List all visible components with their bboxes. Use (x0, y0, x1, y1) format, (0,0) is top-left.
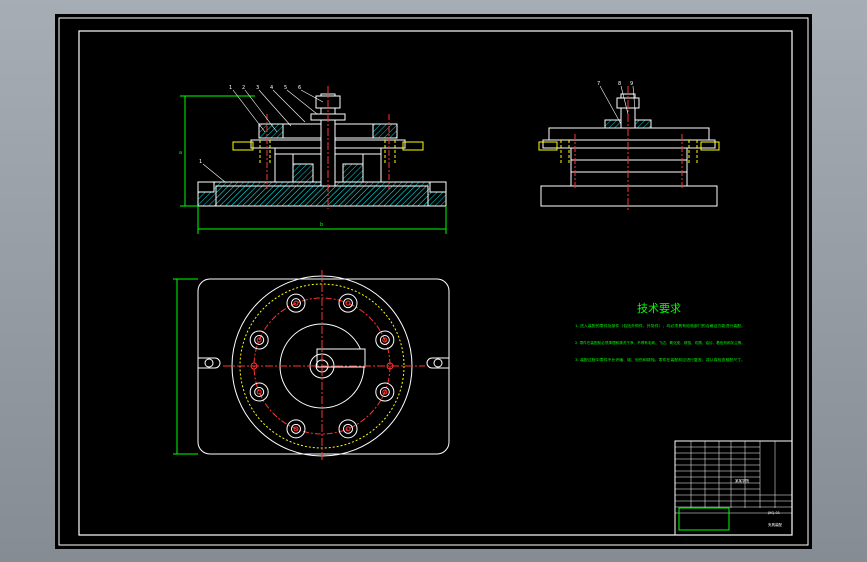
bolt-holes (249, 293, 395, 439)
bolt-hole-outer (375, 330, 395, 350)
base-seat (215, 185, 429, 207)
tech-note-2: 2. 零件在装配前必须清理和清洗干净，不得有毛刺、飞边、氧化皮、锈蚀、切屑、油污… (575, 340, 745, 345)
bolt-hole-center (256, 389, 262, 395)
side-base (540, 185, 718, 207)
bolt-hole-center (293, 426, 299, 432)
dim-height-line (180, 95, 255, 207)
side-hidden-left (560, 140, 570, 164)
side-plate-lower (542, 139, 716, 149)
bolt-hole-center (345, 300, 351, 306)
bolt-hole-outer (249, 330, 269, 350)
callout-front-2: 2 (242, 85, 245, 91)
clamp-plate-right (372, 123, 398, 139)
callout-base: 1 (199, 159, 202, 165)
callout-front-4: 4 (270, 85, 273, 91)
bolt-hole-center (345, 426, 351, 432)
callout-front-1: 1 (229, 85, 232, 91)
side-body (570, 147, 688, 187)
top-base-plate (197, 278, 450, 455)
bolt-hole-outer (375, 382, 395, 402)
callout-front-6: 6 (298, 85, 301, 91)
title-company: 某某学院 (735, 478, 749, 483)
title-block-green-cells (678, 507, 730, 531)
side-leaders (599, 85, 636, 125)
callout-side-7: 7 (597, 81, 600, 87)
callout-leaders (232, 89, 324, 133)
title-drawing-number: JXQ-01 (767, 511, 780, 515)
clamp-plate-left (258, 123, 284, 139)
outer-border (58, 17, 809, 546)
title-block-frame (674, 440, 793, 536)
callout-base-leader (202, 163, 226, 183)
side-plate (548, 127, 710, 141)
side-pin-right (700, 141, 720, 151)
slot-right (426, 357, 449, 369)
locating-pin-right (402, 141, 424, 151)
dim-width-label: b (320, 222, 323, 228)
top-dim-line (173, 278, 198, 455)
callout-side-8: 8 (618, 81, 621, 87)
bolt-hole-outer (338, 293, 358, 313)
bolt-hole-inner (290, 298, 301, 309)
bolt-hole-outer (286, 419, 306, 439)
base-slot-right (429, 181, 447, 193)
front-section-view: a b (179, 86, 447, 234)
slot-left (198, 357, 221, 369)
body-hatch-right (342, 163, 364, 183)
side-pin-left (538, 141, 558, 151)
bolt-hole-outer (338, 419, 358, 439)
tech-note-1: 1. 进入装配的零件及部件（包括外购件、外协件），均必须具有检验部门的合格证方能… (575, 323, 745, 328)
callout-front-3: 3 (256, 85, 259, 91)
title-block-grid (675, 441, 792, 514)
side-hidden-right (688, 140, 698, 164)
dowel-pin (386, 362, 394, 370)
top-view (173, 270, 450, 462)
engineering-drawing: a b 1 2 3 4 5 6 1 (58, 17, 809, 546)
bolt-hole-inner (290, 423, 301, 434)
bolt-hole-inner (379, 387, 390, 398)
title-block (674, 440, 793, 536)
slot-left-hole (204, 358, 214, 368)
drawing-canvas[interactable]: a b 1 2 3 4 5 6 1 (55, 14, 812, 549)
base-slot-left (197, 181, 215, 193)
bolt-hole-inner (254, 334, 265, 345)
key-slot (316, 348, 366, 368)
side-view (538, 85, 720, 210)
inner-border (78, 30, 793, 536)
title-drawing-name: 夹具装配 (768, 522, 782, 527)
bolt-hole-outer (249, 382, 269, 402)
bolt-hole-inner (379, 334, 390, 345)
bolt-hole-center (382, 389, 388, 395)
bolt-hole-inner (343, 298, 354, 309)
bolt-hole-outer (286, 293, 306, 313)
bolt-hole-center (256, 337, 262, 343)
callout-side-9: 9 (630, 81, 633, 87)
body-hatch-left (292, 163, 314, 183)
dowel-pin (250, 362, 258, 370)
dim-width-line (197, 206, 447, 234)
callout-front-5: 5 (284, 85, 287, 91)
bolt-hole-center (293, 300, 299, 306)
hidden-lines-left (259, 140, 271, 164)
locating-pin-left (232, 141, 254, 151)
tech-note-3: 3. 装配过程中零件不允许磕、碰、划伤和锈蚀。零件在装配前应进行复查，并认真检查… (575, 357, 745, 362)
dim-height-label: a (179, 150, 182, 156)
hidden-lines-right (384, 140, 396, 164)
bolt-hole-center (382, 337, 388, 343)
bolt-hole-inner (254, 387, 265, 398)
bolt-hole-inner (343, 423, 354, 434)
tech-heading: 技术要求 (637, 302, 681, 315)
slot-right-hole (433, 358, 443, 368)
